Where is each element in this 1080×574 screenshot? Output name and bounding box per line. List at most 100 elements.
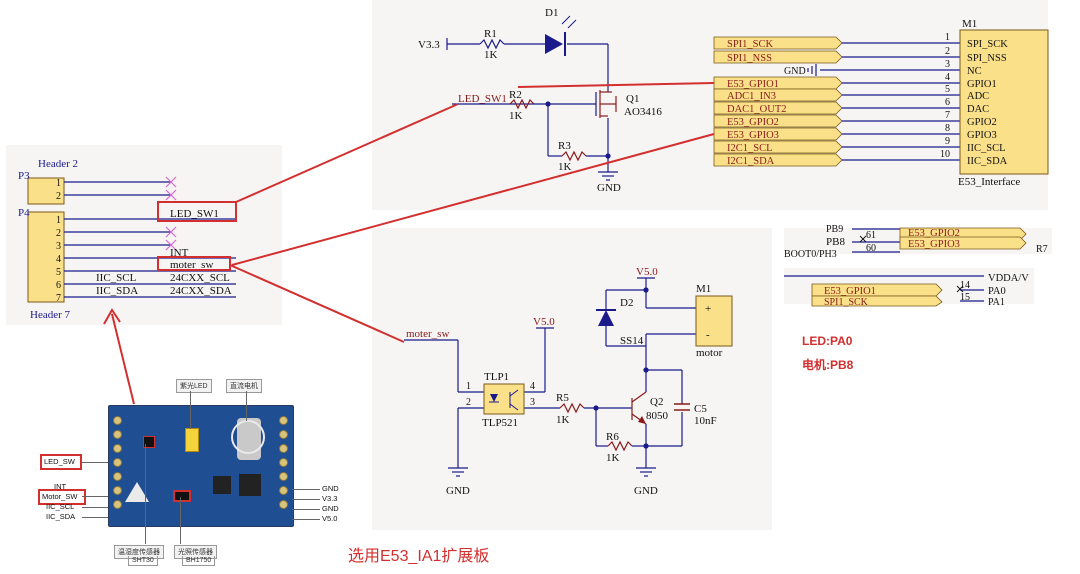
header-iic-scl: IIC_SCL: [96, 272, 137, 284]
board-pin: [113, 458, 122, 467]
board-right-leaders: [292, 489, 320, 490]
e53-pin-name: GPIO2: [967, 117, 997, 128]
e53-net-flags: [713, 36, 843, 167]
callout-temp-sensor: 温湿度传感器: [114, 545, 164, 559]
mcu-num-61: 61: [866, 230, 876, 241]
callout-leader-led: [190, 391, 191, 429]
board-pin: [279, 486, 288, 495]
e53-pin-name: DAC: [967, 104, 989, 115]
motor-gnd-b: GND: [634, 485, 658, 497]
led-gnd-label: GND: [597, 182, 621, 194]
c5-label: C5: [694, 403, 707, 415]
board-fan: [231, 420, 265, 454]
board-to-header-arrowhead: [103, 308, 121, 325]
board-pin: [113, 430, 122, 439]
motor-minus: -: [706, 329, 710, 341]
led-sw-highlight-box: [157, 201, 237, 222]
header-motor-sw-label: moter_sw: [170, 259, 213, 271]
r5-value: 1K: [556, 414, 570, 426]
board-left-label: INT: [54, 482, 67, 491]
e53-wires: [807, 42, 960, 161]
callout-leader-motor: [246, 391, 247, 421]
board-warning-logo: [125, 482, 149, 502]
board-pin: [279, 500, 288, 509]
mcu-wires: [784, 228, 984, 302]
board-pin: [113, 416, 122, 425]
e53-pin-number: 4: [945, 72, 950, 83]
mcu-net-gpio2: E53_GPIO2: [908, 228, 960, 239]
r2-label: R2: [509, 89, 522, 101]
e53-pin-number: 6: [945, 97, 950, 108]
d1-diode: [545, 15, 577, 56]
board-left-leaders: [82, 517, 108, 518]
board-right-label: V5.0: [322, 514, 338, 523]
e53-m1-label: M1: [962, 18, 977, 30]
d1-label: D1: [545, 7, 558, 19]
e53-net-label: E53_GPIO3: [727, 130, 779, 141]
board-left-label: LED_SW: [44, 457, 75, 466]
r1-label: R1: [484, 28, 497, 40]
e53-pin-name: SPI_NSS: [967, 53, 1007, 64]
e53-name: E53_Interface: [958, 176, 1020, 188]
d2-label: D2: [620, 297, 633, 309]
board-right-leaders: [292, 519, 320, 520]
callout-light-sensor: 光照传感器: [174, 545, 217, 559]
board-chip: [213, 476, 231, 494]
motor-sw-connector: [229, 264, 405, 343]
board-left-leaders: [82, 462, 108, 463]
callout-purple-led: 紫光LED: [176, 379, 212, 393]
p4-pin-number: 3: [56, 241, 61, 252]
e53-net-label: I2C1_SCL: [727, 143, 773, 154]
tlp-part: TLP521: [482, 417, 518, 429]
mcu-num-15: 15: [960, 292, 970, 303]
e53-pin-numbers: 1 2 3 4 5 6 7 8 9 10: [940, 32, 950, 160]
r6-label: R6: [606, 431, 619, 443]
p3-pin-numbers: 1 2: [56, 178, 61, 202]
d2-diode: [596, 300, 616, 336]
motor-v50-b: V5.0: [636, 266, 658, 278]
header-scl-net: 24CXX_SCL: [170, 272, 230, 284]
q1-label: Q1: [626, 93, 639, 105]
led-sw-connector: [235, 103, 459, 203]
mcu-pb9: PB9: [826, 224, 843, 235]
gpio1-connector: [517, 82, 715, 88]
p4-pin-number: 4: [56, 254, 61, 265]
motor-m1-label: M1: [696, 283, 711, 295]
motor-net-label: moter_sw: [406, 328, 449, 340]
board-pin: [113, 444, 122, 453]
e53-net-label: E53_GPIO1: [727, 79, 779, 90]
board-led-sw-highlight: [40, 454, 82, 470]
tlp-pin4: 4: [530, 381, 535, 392]
e53-pin-name: IIC_SCL: [967, 143, 1006, 154]
board-right-leaders: [292, 509, 320, 510]
board-left-leaders: [82, 496, 108, 497]
board-left-label: Motor_SW: [42, 492, 78, 501]
board-right-leaders: [292, 499, 320, 500]
header-sda-net: 24CXX_SDA: [170, 285, 232, 297]
e53-pin-name: GPIO1: [967, 79, 997, 90]
mcu-net-flags: [811, 227, 1027, 307]
header-led-sw-label: LED_SW1: [170, 208, 219, 220]
e53-pin-number: 9: [945, 136, 950, 147]
e53-pin-name: NC: [967, 66, 982, 77]
e53-net-label: SPI1_SCK: [727, 39, 774, 50]
e53-pin-name: ADC: [967, 91, 989, 102]
r1-value: 1K: [484, 49, 498, 61]
e53-pin-names: SPI_SCK SPI_NSS NC GPIO1 ADC DAC GPIO2 G…: [967, 39, 1008, 167]
mcu-vdda: VDDA/V: [988, 273, 1029, 284]
r3-label: R3: [558, 140, 571, 152]
board-pin: [279, 472, 288, 481]
mcu-net-gpio1: E53_GPIO1: [824, 286, 876, 297]
board-left-label: IIC_SDA: [46, 512, 76, 521]
p3-pin-number: 1: [56, 178, 61, 189]
mcu-pa0: PA0: [988, 286, 1006, 297]
motor-wires: [404, 278, 696, 468]
e53-pin-number: 2: [945, 46, 950, 57]
mcu-num-60: 60: [866, 243, 876, 254]
q2-label: Q2: [650, 396, 663, 408]
board-pin: [113, 500, 122, 509]
p4-pin-number: 7: [56, 293, 61, 304]
d2-part: SS14: [620, 335, 644, 347]
board-caption: 选用E53_IA1扩展板: [348, 548, 490, 565]
